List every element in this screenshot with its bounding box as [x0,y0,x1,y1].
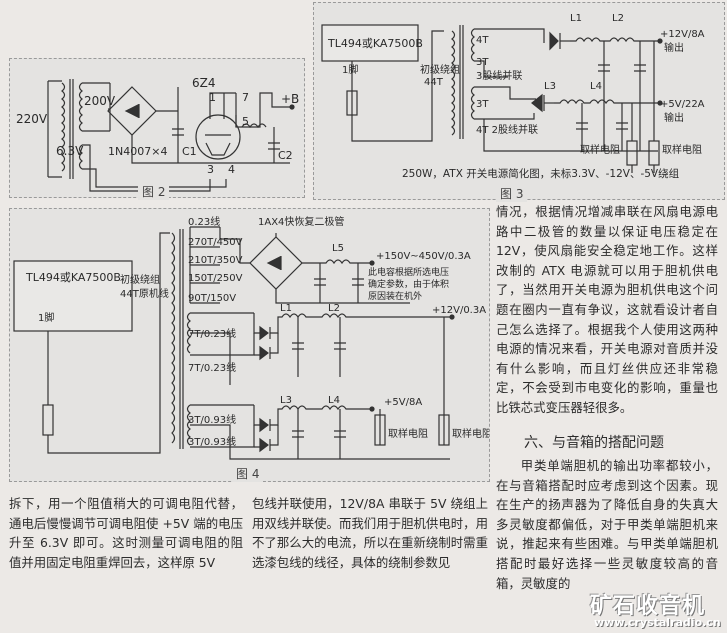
sense-resistor-label-2: 取样电阻 [452,427,489,440]
out-12v-label: +12V/8A [660,29,705,40]
l2-label: L2 [612,13,624,24]
winding-3-strand-label: 3股线并联 [476,69,522,82]
tap-label-1: 0.23线 [188,215,220,228]
section-heading: 六、与音箱的搭配问题 [524,435,664,451]
pin-5-label: 5 [242,115,249,128]
figure-3-caption: 图 3 [496,185,528,202]
primary-label-1: 初级绕组 [420,63,460,76]
out-12v-label: +12V/0.3A [432,305,486,316]
figure-2-schematic: 220V 200V 6.3V 6Z4 1 7 5 3 4 +B 1N4007×4… [16,76,299,192]
site-url: www.crystalradio.cn [594,616,721,629]
winding-4t-label: 4T [476,35,489,46]
article-right-column-bottom: 甲类单端胆机的输出功率都较小，在与音箱搭配时应考虑到这个因素。现在生产的扬声器为… [496,456,718,593]
article-paragraph: 拆下，用一个阻值稍大的可调电阻代替，通电后慢慢调节可调电阻使 +5V 端的电压升… [9,496,243,570]
tap-label-8: 3T/0.93线 [188,413,236,426]
article-paragraph: 包线并联使用，12V/8A 串联于 5V 绕组上用双线并联使。而我们用于胆机供电… [252,496,488,570]
sense-resistor-label-2: 取样电阻 [662,143,702,156]
l1-label: L1 [570,13,582,24]
figure-4-panel: TL494或KA7500B 1脚 初级绕组 44T原机线 0.23线 270T/… [9,208,490,482]
mains-voltage-label: 220V [16,112,48,126]
tap-label-7: 7T/0.23线 [188,361,236,374]
primary-label-2: 44T原机线 [120,287,169,300]
cap-note-line-3: 原因装在机外 [368,290,422,302]
l4-label: L4 [328,395,340,406]
article-column-1: 拆下，用一个阻值稍大的可调电阻代替，通电后慢慢调节可调电阻使 +5V 端的电压升… [9,494,243,572]
pin-3-label: 3 [207,163,214,176]
figure-4-caption: 图 4 [232,465,264,482]
tap-label-4: 150T/250V [188,273,243,284]
tube-label: 6Z4 [192,76,216,90]
winding-4t-2-strand-label: 4T 2股线并联 [476,123,538,136]
article-column-2: 包线并联使用，12V/8A 串联于 5V 绕组上用双线并联使。而我们用于胆机供电… [252,494,488,572]
out-5v-label: +5V/8A [384,397,422,408]
article-right-column-top: 情况，根据情况增减串联在风扇电源电路中二极管的数量以保证电压稳定在 12V，使风… [496,202,718,418]
primary-label-1: 初级绕组 [120,273,160,286]
out-5v-sub-label: 输出 [664,111,684,124]
figure-4-schematic: TL494或KA7500B 1脚 初级绕组 44T原机线 0.23线 270T/… [13,215,489,460]
diodes-label: 1N4007×4 [108,145,167,158]
pin-1-label: 1脚 [38,311,54,324]
c1-label: C1 [182,145,197,158]
out-12v-sub-label: 输出 [664,41,684,54]
figure-2-caption: 图 2 [138,183,170,200]
l1-label: L1 [280,303,292,314]
winding-3t-label: 3T [476,57,489,68]
figure-3-schematic: TL494或KA7500B 1脚 初级绕组 44T 4T 3T 3股线并联 3T… [321,13,705,180]
l4-label: L4 [590,81,602,92]
figure-3-note: 250W，ATX 开关电源简化图，未标3.3V、-12V、-5V绕组 [402,167,680,180]
ic-label: TL494或KA7500B [25,271,121,284]
primary-label-2: 44T [424,77,444,88]
pin-1-label: 1 [209,91,216,104]
article-paragraph: 情况，根据情况增减串联在风扇电源电路中二极管的数量以保证电压稳定在 12V，使风… [496,204,718,415]
winding-3t-label-2: 3T [476,99,489,110]
cap-note-line-2: 确定参数，由于体积 [368,278,449,290]
out-5v-label: +5V/22A [660,99,705,110]
c2-label: C2 [278,149,293,162]
article-paragraph: 甲类单端胆机的输出功率都较小，在与音箱搭配时应考虑到这个因素。现在生产的扬声器为… [496,458,718,591]
site-logo: 矿石收音机 [590,594,706,619]
ic-label: TL494或KA7500B [327,37,423,50]
sense-resistor-label-1: 取样电阻 [388,427,428,440]
diode-type-label: 1AX4快恢复二极管 [258,215,344,228]
tap-label-9: 3T/0.93线 [188,435,236,448]
figure-3-panel: TL494或KA7500B 1脚 初级绕组 44T 4T 3T 3股线并联 3T… [313,2,725,202]
b-plus-label: +B [281,92,299,106]
l2-label: L2 [328,303,340,314]
tap-label-2: 270T/450V [188,237,243,248]
tap-label-6: 7T/0.23线 [188,327,236,340]
l5-label: L5 [332,243,344,254]
hv-output-label: +150V~450V/0.3A [376,251,471,262]
l3-label: L3 [280,395,292,406]
l3-label: L3 [544,81,556,92]
tap-label-5: 90T/150V [188,293,236,304]
secondary-voltage-label: 200V [84,94,116,108]
heater-voltage-label: 6.3V [56,144,84,158]
pin-1-label: 1脚 [342,63,358,76]
pin-7-label: 7 [242,91,249,104]
pin-4-label: 4 [228,163,235,176]
cap-note-line-1: 此电容根据所选电压 [368,266,449,278]
sense-resistor-label-1: 取样电阻 [580,143,620,156]
tap-label-3: 210T/350V [188,255,243,266]
figure-2-panel: 220V 200V 6.3V 6Z4 1 7 5 3 4 +B 1N4007×4… [9,58,305,200]
